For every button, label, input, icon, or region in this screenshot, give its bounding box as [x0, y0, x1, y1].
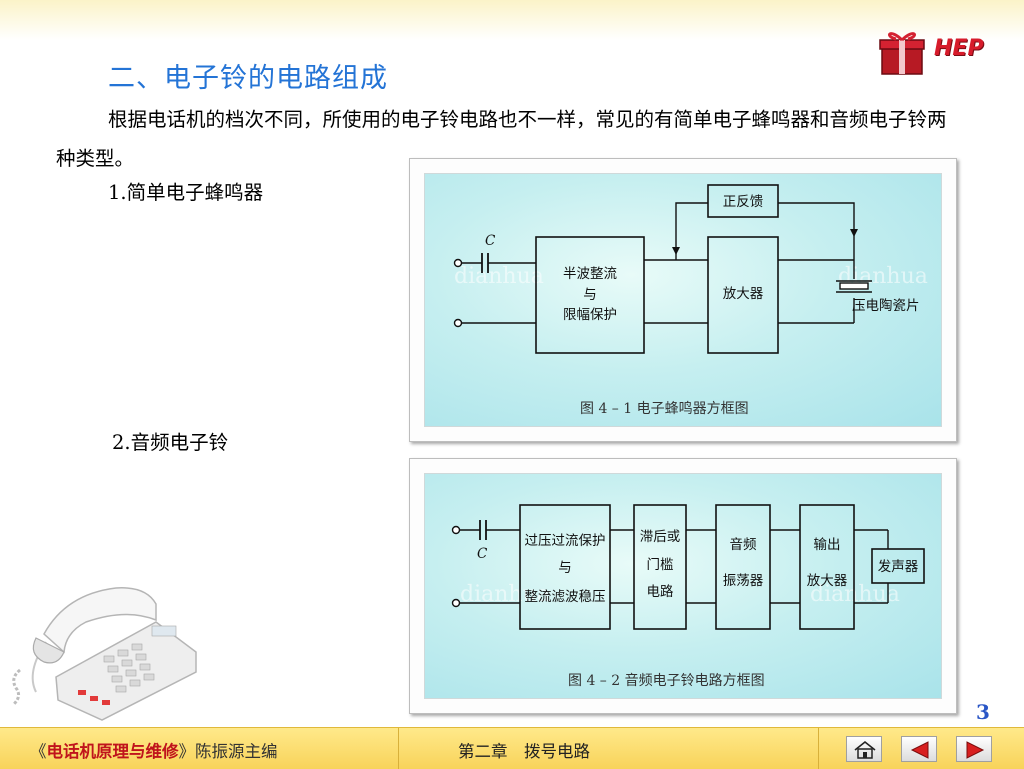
section-heading-audio-ringer: 2.音频电子铃	[112, 431, 229, 454]
home-button[interactable]	[846, 736, 882, 762]
rectifier-line-1: 半波整流	[563, 266, 617, 282]
protect-line-3: 整流滤波稳压	[525, 589, 606, 605]
rectifier-line-3: 限幅保护	[563, 307, 617, 323]
chapter-label: 第二章 拨号电路	[458, 742, 590, 761]
buzzer-diagram: dianhua dianhua C 半波整流 与 限幅保护 正反馈	[453, 184, 928, 417]
piezo-label: 压电陶瓷片	[852, 298, 920, 314]
previous-slide-button[interactable]	[901, 736, 937, 762]
watermark-left: dianhua	[454, 264, 544, 289]
figure1-caption: 图 4 – 1 电子蜂鸣器方框图	[580, 400, 749, 417]
oscillator-line-1: 音频	[730, 536, 758, 553]
protect-line-1: 过压过流保护	[525, 533, 606, 549]
positive-feedback-block	[707, 184, 779, 218]
figure-audio-ringer-block-diagram: dianhua dianhua C 过压过流保护 与 整流滤波稳压 滞后或 门槛…	[409, 458, 957, 714]
home-icon	[854, 740, 876, 759]
piezo-element	[839, 282, 869, 290]
input-terminal-top	[453, 258, 463, 268]
input-terminal-top	[451, 525, 461, 535]
hysteresis-threshold-block	[633, 504, 687, 630]
book-title-open: 《	[30, 742, 47, 761]
telephone-illustration	[12, 587, 197, 721]
output-amplifier-block	[799, 504, 855, 630]
feedback-label: 正反馈	[723, 194, 764, 210]
page-number: 3	[976, 700, 990, 724]
oscillator-line-2: 振荡器	[723, 573, 764, 589]
figure-buzzer-block-diagram: dianhua dianhua C 半波整流 与 限幅保护 正反馈	[409, 158, 957, 442]
section-heading-buzzer: 1.简单电子蜂鸣器	[108, 181, 264, 204]
hysteresis-line-3: 电路	[647, 584, 675, 600]
gift-box-icon	[879, 32, 925, 75]
book-credit: 《电话机原理与维修》陈振源主编	[30, 738, 278, 762]
input-terminal-bottom	[451, 598, 461, 608]
hysteresis-line-2: 门槛	[647, 557, 674, 573]
figure2-caption: 图 4 – 2 音频电子铃电路方框图	[568, 672, 765, 689]
book-title: 电话机原理与维修	[46, 742, 179, 761]
audio-ringer-diagram: dianhua dianhua C 过压过流保护 与 整流滤波稳压 滞后或 门槛…	[451, 504, 925, 689]
output-amp-line-2: 放大器	[807, 573, 848, 589]
next-triangle-icon	[966, 741, 985, 759]
output-amp-line-1: 输出	[814, 537, 841, 553]
slide-title: 二、电子铃的电路组成	[108, 63, 388, 94]
protect-line-2: 与	[558, 560, 572, 576]
intro-paragraph: 根据电话机的档次不同，所使用的电子铃电路也不一样，常见的有简单电子蜂鸣器和音频电…	[56, 108, 947, 170]
amplifier-label: 放大器	[723, 286, 764, 302]
prev-triangle-icon	[910, 741, 929, 759]
hysteresis-line-1: 滞后或	[640, 529, 681, 545]
rectifier-line-2: 与	[583, 287, 597, 303]
book-title-close: 》	[178, 742, 196, 761]
sounder-block	[871, 548, 925, 584]
capacitor-label: C	[485, 233, 496, 249]
rectifier-limiter-block	[535, 236, 645, 354]
amplifier-block	[707, 236, 779, 354]
book-editor: 陈振源主编	[195, 742, 278, 761]
logo-text: HEP	[934, 36, 984, 61]
next-slide-button[interactable]	[956, 736, 992, 762]
hep-logo	[876, 26, 1006, 78]
audio-oscillator-block	[715, 504, 771, 630]
sounder-label: 发声器	[878, 559, 919, 575]
capacitor-label: C	[477, 546, 488, 562]
input-terminal-bottom	[453, 318, 463, 328]
protection-regulator-block	[519, 504, 611, 630]
